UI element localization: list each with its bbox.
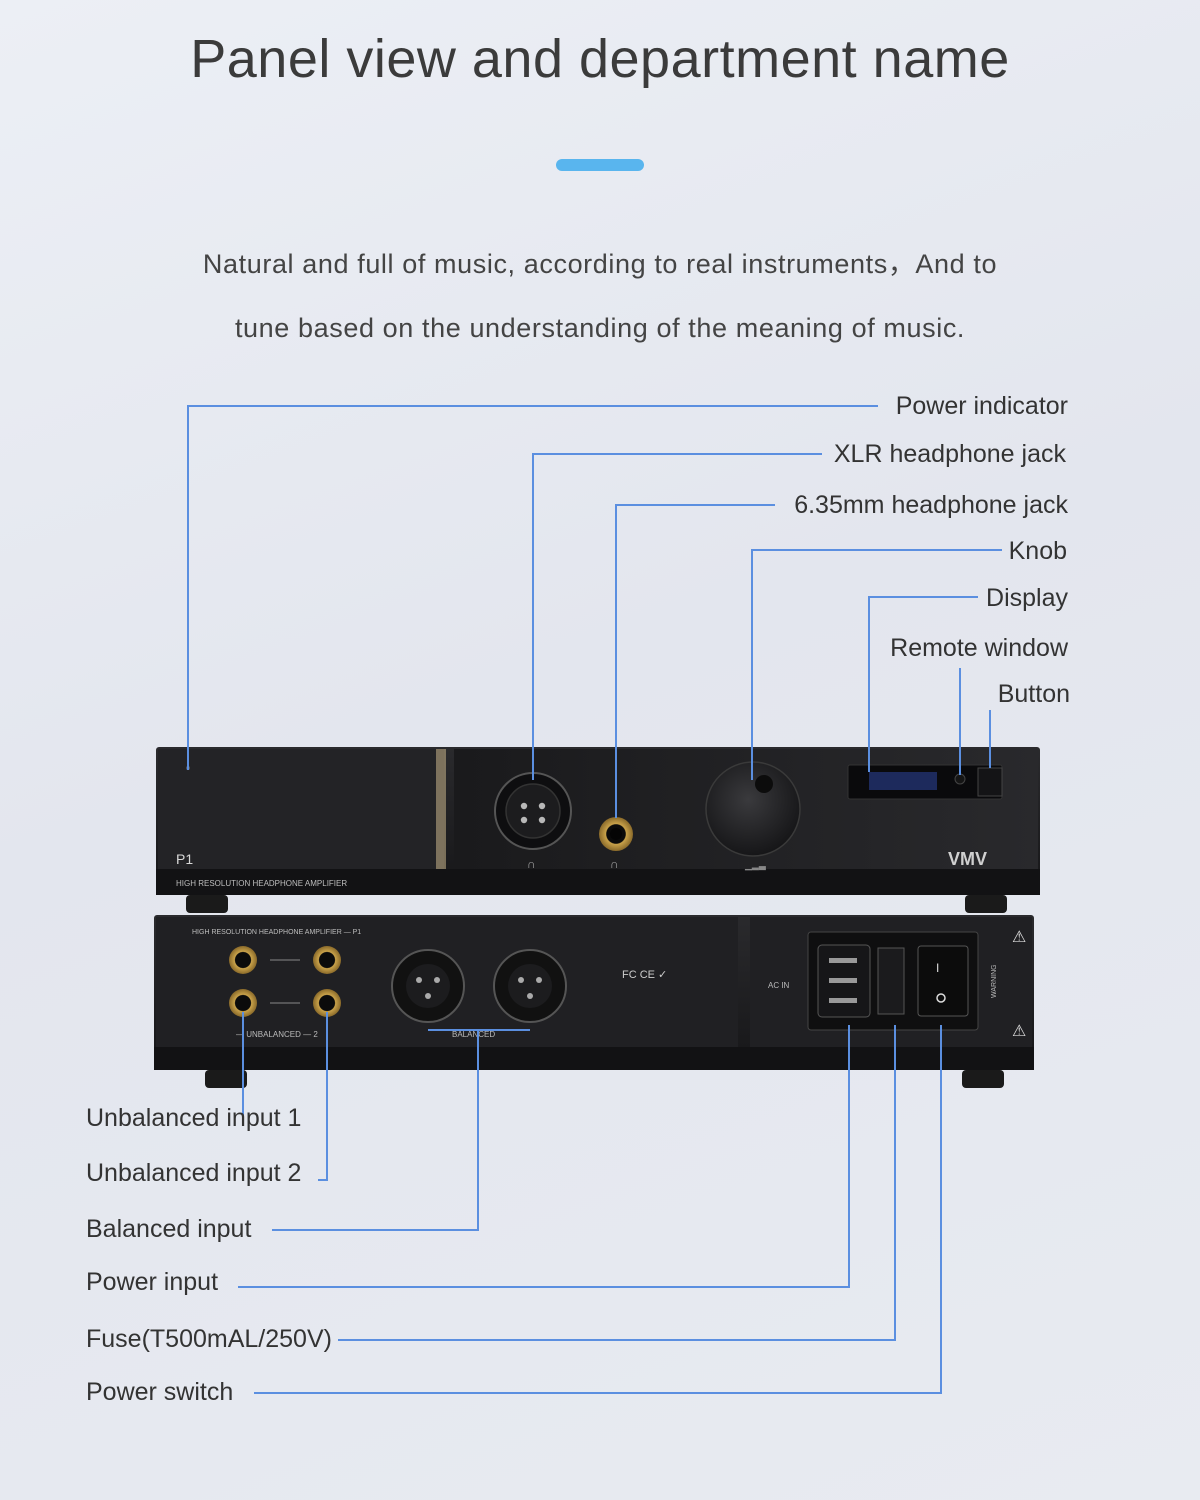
title-accent-bar [556, 159, 644, 171]
label-power-indicator: Power indicator [895, 392, 1068, 420]
label-fuse: Fuse(T500mAL/250V) [86, 1325, 332, 1353]
rca-jack-unbalanced-1-l [229, 946, 257, 974]
switch-off-mark [936, 993, 946, 1003]
tube-cover-edge [436, 749, 446, 869]
xlr-pin [538, 816, 546, 824]
xlr-pin [425, 993, 431, 999]
remote-window [954, 773, 966, 785]
volume-icon: ▁▂▃ [744, 860, 767, 871]
display-screen [869, 772, 937, 790]
front-button [977, 767, 1003, 797]
knob-indent [755, 775, 773, 793]
xlr-pin [538, 802, 546, 810]
leader-balanced-input [272, 1030, 479, 1231]
label-display: Display [986, 584, 1068, 612]
page-title: Panel view and department name [190, 29, 1010, 89]
leader-knob [751, 549, 1002, 780]
rear-unit: HIGH RESOLUTION HEADPHONE AMPLIFIER — P1… [154, 915, 1034, 1088]
xlr-pin [520, 816, 528, 824]
xlr-jack-face [505, 783, 561, 839]
foot [962, 1070, 1004, 1088]
front-unit: P1 HIGH RESOLUTION HEADPHONE AMPLIFIER ∩… [156, 747, 1040, 913]
inlet-pin [829, 978, 857, 983]
leader-lines [187, 405, 1002, 1394]
foot [965, 895, 1007, 913]
warning-label: WARNING [991, 964, 998, 998]
rear-base [154, 1047, 1034, 1070]
label-remote-window: Remote window [890, 634, 1068, 662]
certification-marks: FC CE ✓ [622, 969, 667, 981]
xlr-pin [434, 977, 440, 983]
xlr-pin [520, 802, 528, 810]
rear-caption: HIGH RESOLUTION HEADPHONE AMPLIFIER — P1 [192, 929, 361, 936]
tube-cover [158, 749, 444, 869]
label-button: Button [997, 680, 1070, 708]
rca-jack-unbalanced-2-r [313, 989, 341, 1017]
phone-jack-hole [610, 828, 622, 840]
subtitle-line-1: Natural and full of music, according to … [202, 249, 998, 279]
balanced-caption: BALANCED [452, 1030, 495, 1039]
inlet-pin [829, 958, 857, 963]
front-caption: HIGH RESOLUTION HEADPHONE AMPLIFIER [176, 879, 347, 888]
leader-unbalanced-2 [318, 1012, 328, 1181]
subtitle: Natural and full of music, according to … [120, 232, 1080, 360]
leader-phone-jack [615, 504, 775, 818]
inlet-pin [829, 998, 857, 1003]
fuse-drawer [877, 947, 905, 1015]
foot [186, 895, 228, 913]
label-unbalanced-input-2: Unbalanced input 2 [86, 1159, 302, 1187]
subtitle-line-2: tune based on the understanding of the m… [234, 313, 966, 343]
warning-triangle-icon: ⚠ [1012, 929, 1026, 946]
leader-power-indicator [187, 405, 878, 770]
label-unbalanced-input-1: Unbalanced input 1 [86, 1104, 302, 1132]
xlr-pin [518, 977, 524, 983]
xlr-pin [416, 977, 422, 983]
xlr-input-1-face [406, 964, 450, 1008]
rca-jack-unbalanced-1-r [229, 989, 257, 1017]
warning-triangle-icon: ⚠ [1012, 1023, 1026, 1040]
switch-on-mark: I [936, 961, 939, 975]
xlr-input-2-face [508, 964, 552, 1008]
headphone-icon: ∩ [610, 857, 619, 871]
label-phone-jack: 6.35mm headphone jack [794, 491, 1068, 519]
xlr-pin [536, 977, 542, 983]
label-power-switch: Power switch [86, 1378, 234, 1406]
leader-power-input [238, 1025, 850, 1288]
label-power-input: Power input [86, 1268, 219, 1296]
leader-fuse [338, 1025, 896, 1341]
leader-display [868, 596, 978, 772]
label-balanced-input: Balanced input [86, 1215, 252, 1243]
model-label: P1 [176, 851, 193, 867]
rca-jack-unbalanced-2-l [313, 946, 341, 974]
power-switch [917, 945, 969, 1017]
brand-logo: VMV [948, 849, 987, 869]
front-base [156, 869, 1040, 895]
xlr-pin [527, 993, 533, 999]
foot [205, 1070, 247, 1088]
label-xlr-headphone-jack: XLR headphone jack [833, 440, 1066, 468]
ac-in-label: AC IN [768, 981, 790, 990]
unbalanced-caption: — UNBALANCED — 2 [236, 1030, 318, 1039]
leader-power-switch [254, 1025, 942, 1394]
label-knob: Knob [1008, 537, 1067, 565]
headphone-icon: ∩ [527, 857, 536, 871]
leader-xlr-headphone-jack [532, 453, 822, 780]
